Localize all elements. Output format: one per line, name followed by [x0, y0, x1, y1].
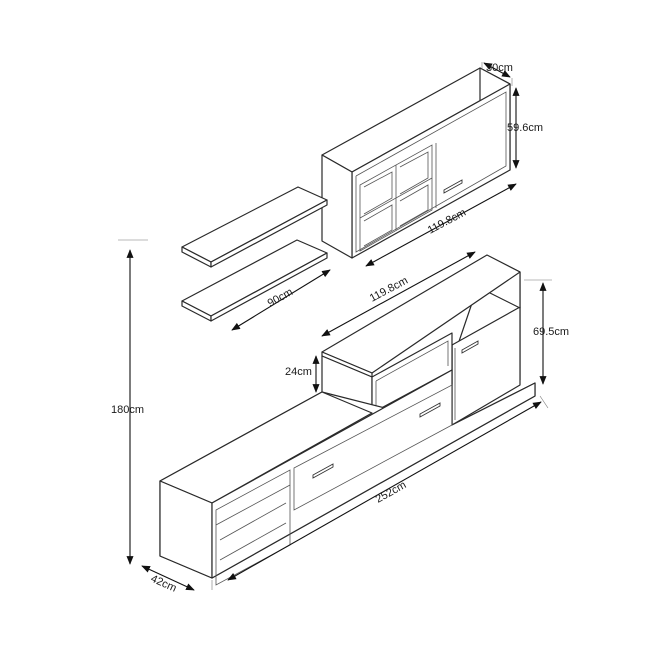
label-tall-height: 69.5cm: [533, 326, 569, 338]
label-upper-height: 59.6cm: [507, 122, 543, 134]
label-box-height: 24cm: [285, 366, 312, 378]
label-total-height: 180cm: [111, 404, 144, 416]
dim-upper-depth: [481, 62, 513, 86]
wall-shelf-upper: [181, 186, 328, 268]
dim-middle-width: [321, 251, 476, 337]
label-upper-depth: 30cm: [486, 62, 513, 74]
dim-base-width: [211, 395, 549, 590]
dim-tall-height: [524, 279, 552, 385]
dim-shelf-width: [231, 269, 331, 331]
upper-wall-cabinet: [321, 67, 511, 259]
dim-total-height: [118, 239, 148, 565]
label-middle-width: 119.8cm: [368, 275, 410, 305]
tall-door-handle: [461, 340, 479, 354]
dim-base-depth: [141, 565, 195, 591]
small-open-box: [321, 332, 453, 414]
